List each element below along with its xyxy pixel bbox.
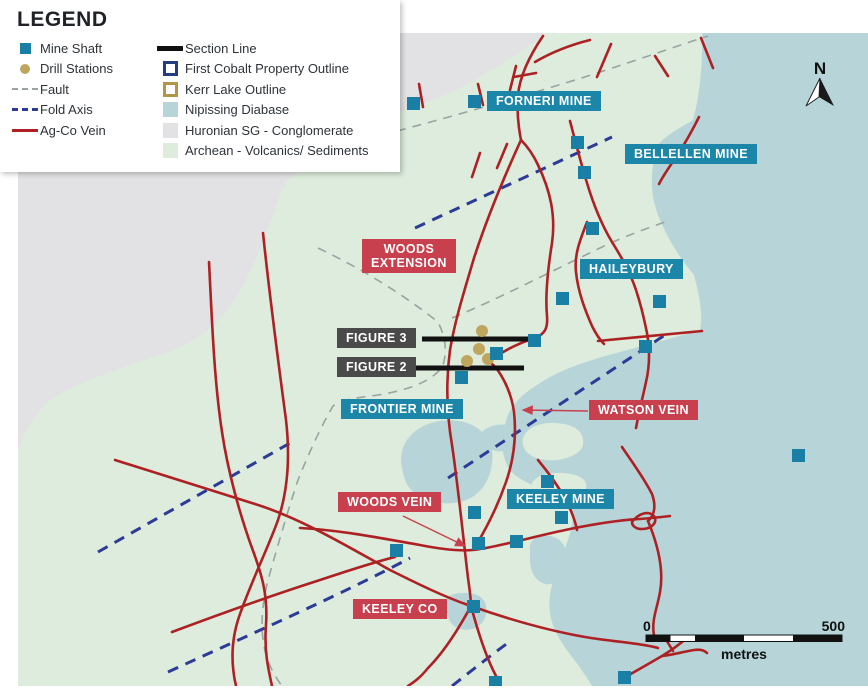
legend-label: Huronian SG - Conglomerate bbox=[185, 122, 354, 138]
scale-end-label: 500 bbox=[822, 618, 846, 634]
ag-co-vein-icon bbox=[10, 128, 40, 132]
legend-label: Section Line bbox=[185, 40, 257, 56]
legend-item-section-line: Section Line bbox=[155, 38, 400, 59]
legend-panel: LEGEND Mine Shaft Drill Stations Fault F… bbox=[0, 0, 400, 172]
map-label-keeley-mine: KEELEY MINE bbox=[507, 489, 614, 509]
legend-label: Archean - Volcanics/ Sediments bbox=[185, 143, 369, 159]
map-label-forneri-mine: FORNERI MINE bbox=[487, 91, 601, 111]
archean-swatch bbox=[155, 143, 185, 159]
legend-item-nipissing-diabase: Nipissing Diabase bbox=[155, 100, 400, 121]
ag-co-veins bbox=[113, 34, 715, 686]
section-line-icon bbox=[155, 45, 185, 51]
woods-extension-line2: EXTENSION bbox=[371, 256, 447, 270]
callout-arrows bbox=[402, 405, 589, 547]
drill-stations bbox=[461, 325, 494, 367]
fold-axis-icon bbox=[10, 108, 40, 112]
legend-label: Fold Axis bbox=[40, 102, 93, 118]
section-lines bbox=[415, 336, 530, 371]
scale-bar: 0 500 metres bbox=[643, 618, 845, 662]
legend-item-drill-stations: Drill Stations bbox=[10, 59, 155, 80]
nipissing-diabase-swatch bbox=[155, 102, 185, 118]
legend-item-fault: Fault bbox=[10, 79, 155, 100]
nipissing-lake-region bbox=[502, 33, 868, 686]
property-outline-icon bbox=[155, 61, 185, 77]
map-label-bellellen-mine: BELLELLEN MINE bbox=[625, 144, 757, 164]
legend-label: Mine Shaft bbox=[40, 40, 103, 56]
map-label-figure2: FIGURE 2 bbox=[337, 357, 416, 377]
legend-title: LEGEND bbox=[17, 8, 108, 31]
legend-label: Kerr Lake Outline bbox=[185, 81, 287, 97]
map-label-keeley-co: KEELEY CO bbox=[353, 599, 447, 619]
woods-extension-line1: WOODS bbox=[383, 242, 435, 256]
drill-station-icon bbox=[10, 63, 40, 74]
scale-start-label: 0 bbox=[643, 618, 651, 634]
diabase-patch bbox=[529, 535, 567, 585]
fault-icon bbox=[10, 88, 40, 91]
legend-item-mine-shaft: Mine Shaft bbox=[10, 38, 155, 59]
legend-label: First Cobalt Property Outline bbox=[185, 61, 350, 77]
map-label-haileybury: HAILEYBURY bbox=[580, 259, 683, 279]
legend-item-kerr-lake-outline: Kerr Lake Outline bbox=[155, 79, 400, 100]
legend-item-huronian: Huronian SG - Conglomerate bbox=[155, 120, 400, 141]
map-label-woods-extension: WOODS EXTENSION bbox=[362, 239, 456, 273]
legend-label: Ag-Co Vein bbox=[40, 122, 106, 138]
legend-item-property-outline: First Cobalt Property Outline bbox=[155, 59, 400, 80]
legend-item-ag-co-vein: Ag-Co Vein bbox=[10, 120, 155, 141]
legend-label: Fault bbox=[40, 81, 69, 97]
svg-text:N: N bbox=[814, 59, 826, 78]
mine-shaft-icon bbox=[10, 42, 40, 54]
legend-label: Nipissing Diabase bbox=[185, 102, 290, 118]
diabase-patch bbox=[401, 420, 520, 504]
legend-item-archean: Archean - Volcanics/ Sediments bbox=[155, 141, 400, 162]
huronian-swatch bbox=[155, 122, 185, 138]
kerr-lake-outline-icon bbox=[155, 81, 185, 97]
island bbox=[522, 422, 584, 461]
map-label-woods-vein: WOODS VEIN bbox=[338, 492, 442, 512]
north-arrow-icon: N bbox=[805, 59, 834, 107]
watson-callout-arrow bbox=[521, 405, 589, 416]
map-label-figure3: FIGURE 3 bbox=[337, 328, 416, 348]
legend-item-fold-axis: Fold Axis bbox=[10, 100, 155, 121]
scale-unit-label: metres bbox=[721, 646, 767, 662]
map-label-watson-vein: WATSON VEIN bbox=[589, 400, 698, 420]
legend-label: Drill Stations bbox=[40, 61, 113, 77]
fault-lines bbox=[261, 35, 709, 686]
map-label-frontier-mine: FRONTIER MINE bbox=[341, 399, 463, 419]
woods-callout-arrow bbox=[402, 515, 467, 547]
mine-shafts bbox=[390, 95, 805, 686]
